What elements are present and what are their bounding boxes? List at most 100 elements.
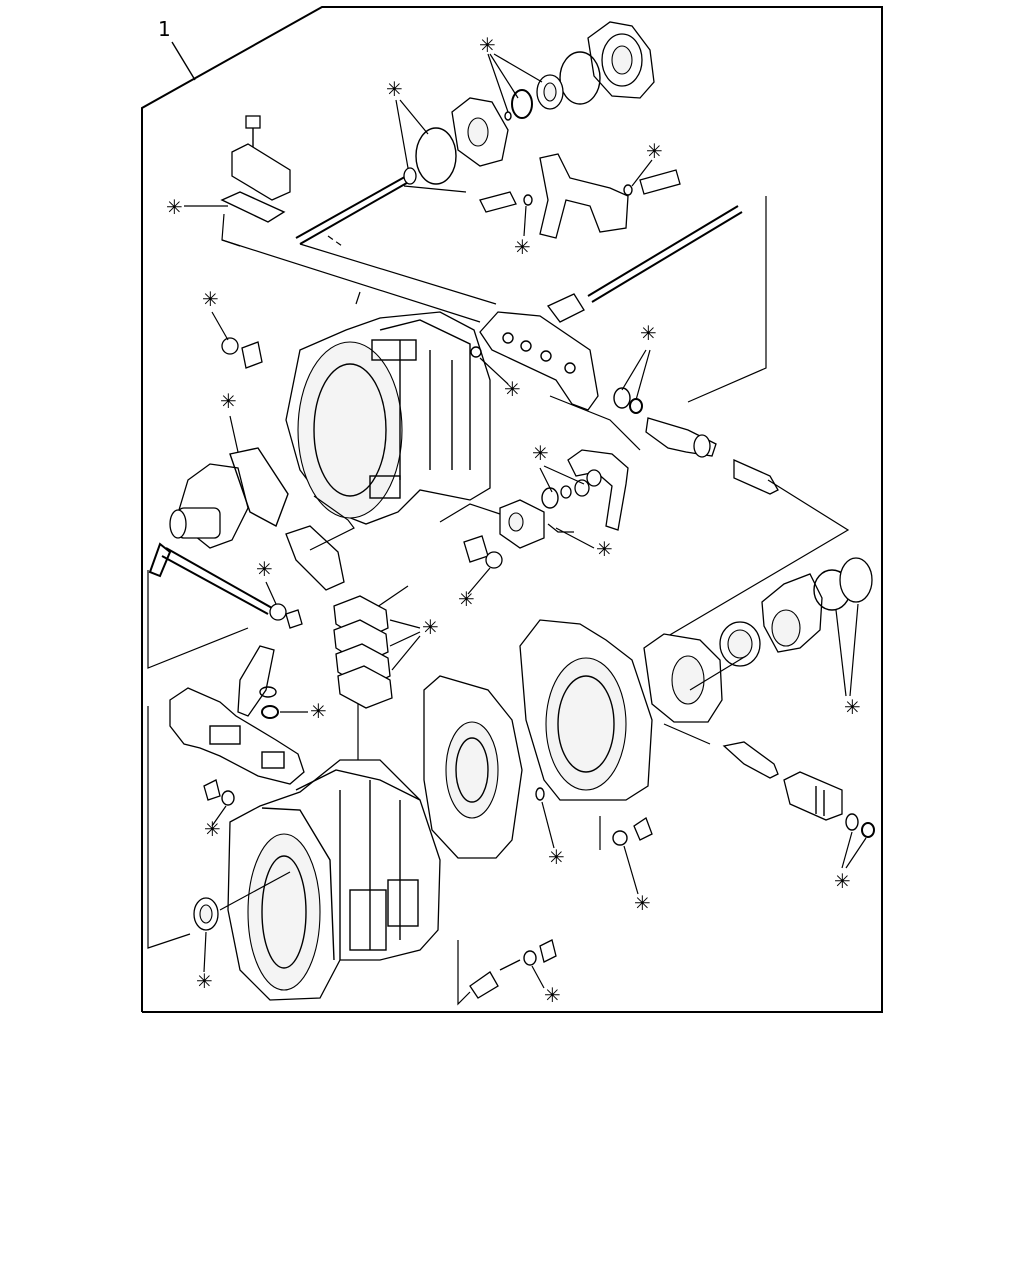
rear-oil-seal: [193, 897, 219, 931]
kit-marker-asterisk: ✳: [310, 699, 327, 723]
rod-seal-and-bushing: [269, 603, 303, 629]
shift-lever-rod: [148, 542, 273, 615]
kit-marker-asterisk: ✳: [202, 287, 219, 311]
kit-marker-asterisk: ✳: [166, 195, 183, 219]
bracket-seal: [259, 686, 277, 698]
shift-bracket: [237, 645, 275, 717]
block-o-ring: [541, 487, 559, 509]
rail-coupling: [546, 293, 585, 323]
output-shaft-coupling: [645, 417, 717, 458]
case-washer: [221, 790, 235, 806]
kit-marker-asterisk: ✳: [834, 869, 851, 893]
assembly-guide-line: [687, 196, 767, 403]
kit-marker-asterisk: ✳: [640, 321, 657, 345]
clutch-housing: [285, 311, 491, 525]
kit-marker-asterisk: ✳: [844, 695, 861, 719]
coupling-o-ring: [613, 387, 631, 409]
case-bolt: [203, 779, 221, 801]
housing-side-plate: [479, 311, 599, 411]
assembly-leader-line: [171, 41, 196, 81]
kit-marker-asterisk: ✳: [646, 139, 663, 163]
kit-marker-asterisk: ✳: [479, 33, 496, 57]
front-cover-gasket: [229, 447, 289, 527]
kit-marker-asterisk: ✳: [256, 557, 273, 581]
assembly-guide-line: [547, 523, 574, 533]
kit-marker-asterisk: ✳: [532, 441, 549, 465]
coupling-seal: [629, 398, 643, 414]
kit-marker-asterisk: ✳: [514, 235, 531, 259]
assembly-guide-line: [663, 723, 711, 745]
shift-block: [499, 499, 545, 549]
output-oil-seal: [719, 621, 761, 667]
speedometer-sleeve: [783, 771, 843, 821]
cover-gasket: [415, 127, 457, 185]
bushing-left: [221, 337, 263, 369]
pin-o-ring: [523, 194, 533, 206]
kit-boundary-frame: [141, 6, 883, 1013]
shift-tower: [169, 687, 305, 785]
kit-marker-asterisk: ✳: [196, 969, 213, 993]
detent-spring-plunger: [469, 959, 521, 999]
sleeve-seal: [861, 822, 875, 838]
breather-gasket: [220, 191, 286, 223]
assembly-guide-line: [457, 940, 471, 1006]
bushing-mid: [463, 535, 503, 569]
kit-marker-asterisk: ✳: [504, 377, 521, 401]
kit-marker-asterisk: ✳: [422, 615, 439, 639]
front-bearing-retainer: [587, 21, 655, 99]
retainer-cover: [451, 97, 509, 167]
assembly-guide-line: [299, 243, 497, 305]
bearing: [536, 74, 564, 110]
assembly-guide-line: [439, 503, 501, 523]
flange-cap: [839, 557, 873, 603]
assembly-guide-line: [549, 395, 641, 451]
kit-marker-asterisk: ✳: [544, 983, 561, 1007]
rear-case: [519, 619, 653, 801]
assembly-guide-line: [147, 706, 191, 949]
assembly-guide-line: [221, 239, 481, 323]
kit-marker-asterisk: ✳: [204, 817, 221, 841]
rear-case-plug: [633, 817, 653, 841]
fork-nut-washer: [560, 469, 602, 499]
front-cover-left: [169, 463, 249, 549]
oil-seal: [511, 89, 533, 119]
assembly-number-label: 1: [158, 17, 171, 41]
output-flange: [761, 573, 823, 653]
kit-markers: ✳ ✳ ✳ ✳ ✳ ✳ ✳ ✳ ✳ ✳ ✳ ✳ ✳ ✳: [166, 33, 867, 1007]
detent-bolt: [539, 939, 557, 963]
assembly-guide-line: [219, 871, 291, 911]
kit-marker-asterisk: ✳: [548, 845, 565, 869]
shift-cover-stack: [333, 595, 393, 709]
sleeve-o-ring: [845, 813, 859, 831]
assembly-guide-line: [147, 570, 249, 669]
kit-marker-asterisk: ✳: [220, 389, 237, 413]
kit-marker-asterisk: ✳: [596, 537, 613, 561]
assembly-guide-line: [667, 479, 850, 637]
small-o-ring: [504, 111, 512, 121]
assembly-guide-line: [309, 495, 355, 551]
detent-plug: [639, 169, 681, 195]
speedometer-driven-gear: [722, 741, 779, 779]
o-ring-large: [559, 51, 601, 105]
kit-marker-asterisk: ✳: [386, 77, 403, 101]
intermediate-plate: [423, 675, 523, 859]
breather-cover: [231, 143, 291, 201]
shift-rail-pin: [479, 191, 517, 213]
long-shift-rail: [587, 205, 743, 303]
dowel-ring: [470, 346, 482, 358]
assembly-guide-line: [355, 291, 361, 305]
assembly-guide-line: [689, 655, 747, 691]
kit-marker-asterisk: ✳: [634, 891, 651, 915]
kit-marker-asterisk: ✳: [458, 587, 475, 611]
plate-o-ring: [535, 787, 545, 801]
leader: [403, 185, 467, 193]
input-shaft: [295, 167, 417, 245]
speedometer-pinion: [733, 458, 779, 495]
detent-o-ring: [523, 950, 537, 966]
cover-gasket-plate: [285, 525, 345, 591]
rear-bearing-retainer: [643, 633, 723, 723]
tower-oil-seal: [261, 705, 279, 719]
leader: [327, 235, 343, 247]
plug-washer: [612, 830, 628, 846]
